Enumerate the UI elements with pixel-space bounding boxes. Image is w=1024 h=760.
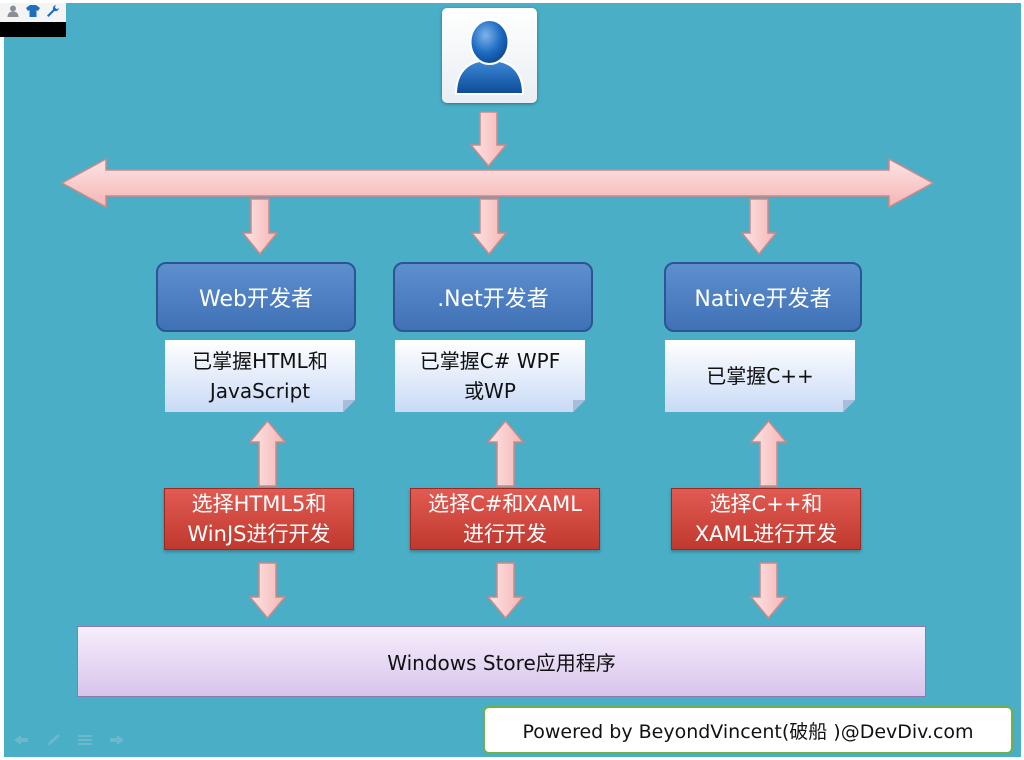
- frame-border-left: [0, 37, 4, 760]
- menu-icon[interactable]: [74, 732, 96, 748]
- frame-border-right: [1021, 0, 1024, 760]
- pen-icon[interactable]: [42, 732, 64, 748]
- down-arrow-net-store: [486, 562, 525, 620]
- wrench-icon[interactable]: [46, 4, 60, 18]
- net-skill-text: 已掌握C# WPF 或WP: [419, 349, 561, 403]
- native-skill-text: 已掌握C++: [706, 364, 814, 388]
- user-icon[interactable]: [6, 4, 20, 18]
- net-developer-label: .Net开发者: [437, 287, 549, 312]
- native-developer-header: Native开发者: [664, 262, 862, 332]
- down-arrow-native-store: [749, 562, 788, 620]
- net-choice-text: 选择C#和XAML 进行开发: [428, 492, 582, 546]
- net-skill-note: 已掌握C# WPF 或WP: [395, 340, 585, 412]
- windows-store-label: Windows Store应用程序: [387, 651, 616, 675]
- back-arrow-icon[interactable]: [10, 732, 32, 748]
- net-developer-header: .Net开发者: [393, 262, 593, 332]
- slide-navigation: [10, 732, 128, 748]
- up-arrow-net: [486, 419, 525, 487]
- web-skill-text: 已掌握HTML和 JavaScript: [192, 349, 328, 403]
- shirt-icon[interactable]: [25, 4, 41, 18]
- user-icon-tile: [442, 8, 537, 103]
- native-choice-box: 选择C++和 XAML进行开发: [671, 488, 861, 550]
- up-arrow-native: [749, 419, 788, 487]
- toolbar-strip: [0, 0, 66, 22]
- forward-arrow-icon[interactable]: [106, 732, 128, 748]
- web-choice-box: 选择HTML5和 WinJS进行开发: [164, 488, 354, 550]
- down-arrow-web: [241, 198, 279, 256]
- user-icon: [454, 19, 525, 95]
- credit-text: Powered by BeyondVincent(破船 )@DevDiv.com: [522, 720, 974, 743]
- user-down-arrow: [469, 111, 508, 168]
- frame-border-top: [0, 0, 1024, 3]
- down-arrow-web-store: [248, 562, 287, 620]
- native-choice-text: 选择C++和 XAML进行开发: [694, 492, 838, 546]
- windows-store-box: Windows Store应用程序: [77, 626, 926, 697]
- distribution-double-arrow: [60, 157, 935, 209]
- net-choice-box: 选择C#和XAML 进行开发: [410, 488, 600, 550]
- web-developer-header: Web开发者: [156, 262, 356, 332]
- up-arrow-web: [248, 419, 287, 487]
- toolbar: [0, 0, 66, 37]
- web-developer-label: Web开发者: [199, 287, 313, 312]
- native-developer-label: Native开发者: [694, 287, 832, 312]
- frame-border-bottom: [0, 757, 1024, 760]
- down-arrow-net: [470, 198, 508, 256]
- web-choice-text: 选择HTML5和 WinJS进行开发: [187, 492, 331, 546]
- web-skill-note: 已掌握HTML和 JavaScript: [165, 340, 355, 412]
- native-skill-note: 已掌握C++: [665, 340, 855, 412]
- credit-box: Powered by BeyondVincent(破船 )@DevDiv.com: [483, 706, 1013, 754]
- down-arrow-native: [740, 198, 778, 256]
